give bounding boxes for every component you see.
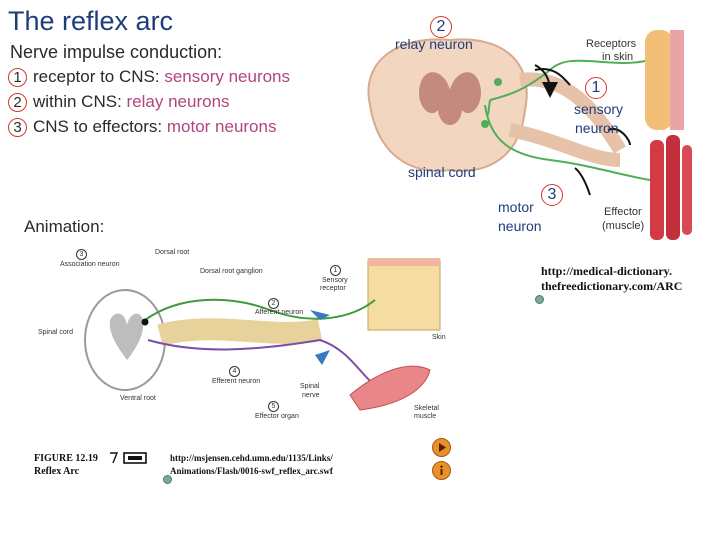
efferent-number: 4 — [229, 366, 240, 377]
skin-surface — [368, 258, 440, 266]
dorsal-root-ganglion-label: Dorsal root ganglion — [200, 268, 263, 275]
figure-icon — [110, 452, 147, 464]
effector-organ-label: Effector organ — [255, 413, 299, 420]
slide-title: The reflex arc — [8, 6, 174, 36]
animation-url-line-1[interactable]: http://msjensen.cehd.umn.edu/1135/Links/ — [170, 453, 333, 463]
step-1-number: 1 — [8, 68, 27, 87]
figure-caption: Reflex Arc — [34, 466, 80, 477]
dorsal-root — [519, 72, 627, 154]
nerve-bundle — [157, 318, 323, 346]
grey-matter-figure — [109, 313, 144, 360]
relay-neuron-label: relay neuron — [395, 36, 473, 52]
receptors-label-2: in skin — [602, 51, 634, 63]
efferent-label: Efferent neuron — [212, 378, 261, 385]
ventral-root — [508, 123, 621, 167]
dictionary-url-line-1[interactable]: http://medical-dictionary. — [541, 264, 672, 278]
sensory-neuron-body — [494, 78, 502, 86]
step-2-number: 2 — [8, 93, 27, 112]
skin-block — [367, 259, 441, 331]
step-1-text: receptor to CNS: — [33, 67, 165, 86]
association-neuron-body — [141, 318, 149, 326]
info-icon[interactable] — [432, 461, 451, 480]
skin-tissue — [645, 30, 673, 130]
spinal-cord-figure-label: Spinal cord — [38, 329, 74, 336]
reflex-arc-figure — [84, 258, 441, 411]
ventral-root-label: Ventral root — [120, 395, 156, 402]
link-bullet-icon — [163, 475, 172, 484]
reflex-arc-diagram — [367, 30, 692, 240]
effector-muscle — [650, 135, 692, 240]
step-3-number: 3 — [8, 118, 27, 137]
step-2: 2 within CNS: relay neurons — [8, 92, 230, 112]
association-label: Association neuron — [60, 261, 120, 268]
animation-label: Animation: — [24, 217, 105, 236]
slide-subtitle: Nerve impulse conduction: — [10, 42, 223, 62]
skin-outer-layer — [670, 30, 684, 130]
dorsal-root-label: Dorsal root — [155, 249, 190, 256]
step-3: 3 CNS to effectors: motor neurons — [8, 117, 276, 137]
skeletal-muscle-figure — [349, 365, 431, 411]
step-3-text: CNS to effectors: — [33, 117, 167, 136]
flow-arrow-2 — [315, 350, 330, 365]
effector-label-2: (muscle) — [602, 220, 645, 232]
relay-connection — [487, 99, 491, 116]
figure-label: FIGURE 12.19 — [34, 453, 98, 464]
effector-number: 5 — [268, 401, 279, 412]
play-icon[interactable] — [432, 438, 451, 457]
sensory-neuron-number: 1 — [585, 77, 607, 99]
relay-neuron-number: 2 — [430, 16, 452, 38]
animation-url-line-2[interactable]: Animations/Flash/0016-swf_reflex_arc.swf — [170, 466, 333, 476]
motor-neuron-label-2: neuron — [498, 218, 542, 234]
receptors-label-1: Receptors — [586, 38, 637, 50]
sensory-receptor-label-2: receptor — [320, 285, 346, 292]
step-1-highlight: sensory neurons — [164, 67, 291, 86]
sensory-neuron-label-2: neuron — [575, 120, 619, 136]
flow-arrow-1 — [310, 310, 330, 320]
sensory-receptor-number: 1 — [330, 265, 341, 276]
motor-neuron-path — [484, 104, 651, 181]
effector-label-1: Effector — [604, 206, 642, 218]
arrow-curve-bottom — [574, 167, 591, 196]
association-number: 3 — [76, 249, 87, 260]
dictionary-link-bullet-icon — [535, 295, 544, 304]
skin-label: Skin — [432, 334, 446, 341]
motor-neuron-number: 3 — [541, 184, 563, 206]
skeletal-muscle-label-1: Skeletal — [414, 405, 439, 412]
dictionary-url-line-2[interactable]: thefreedictionary.com/ARC — [541, 279, 683, 293]
arrow-curve-top — [534, 68, 571, 86]
efferent-neuron-figure — [147, 338, 381, 391]
arrow-curve-mid — [607, 128, 631, 146]
step-2-highlight: relay neurons — [126, 92, 230, 111]
afferent-number: 2 — [268, 298, 279, 309]
relay-arrow — [534, 64, 558, 98]
spinal-nerve-label-2: nerve — [302, 392, 320, 399]
grey-matter — [419, 72, 481, 125]
step-2-text: within CNS: — [33, 92, 127, 111]
motor-neuron-body — [481, 120, 489, 128]
step-3-highlight: motor neurons — [166, 117, 277, 136]
spinal-nerve-label-1: Spinal — [300, 383, 320, 390]
afferent-label: Afferent neuron — [255, 309, 304, 316]
spinal-cord-label: spinal cord — [408, 164, 476, 180]
sensory-receptor-label-1: Sensory — [322, 277, 348, 284]
afferent-neuron-figure — [144, 298, 376, 321]
step-1: 1 receptor to CNS: sensory neurons — [8, 67, 290, 87]
skeletal-muscle-label-2: muscle — [414, 413, 437, 420]
motor-neuron-label-1: motor — [498, 199, 534, 215]
sensory-neuron-label-1: sensory — [574, 101, 624, 117]
